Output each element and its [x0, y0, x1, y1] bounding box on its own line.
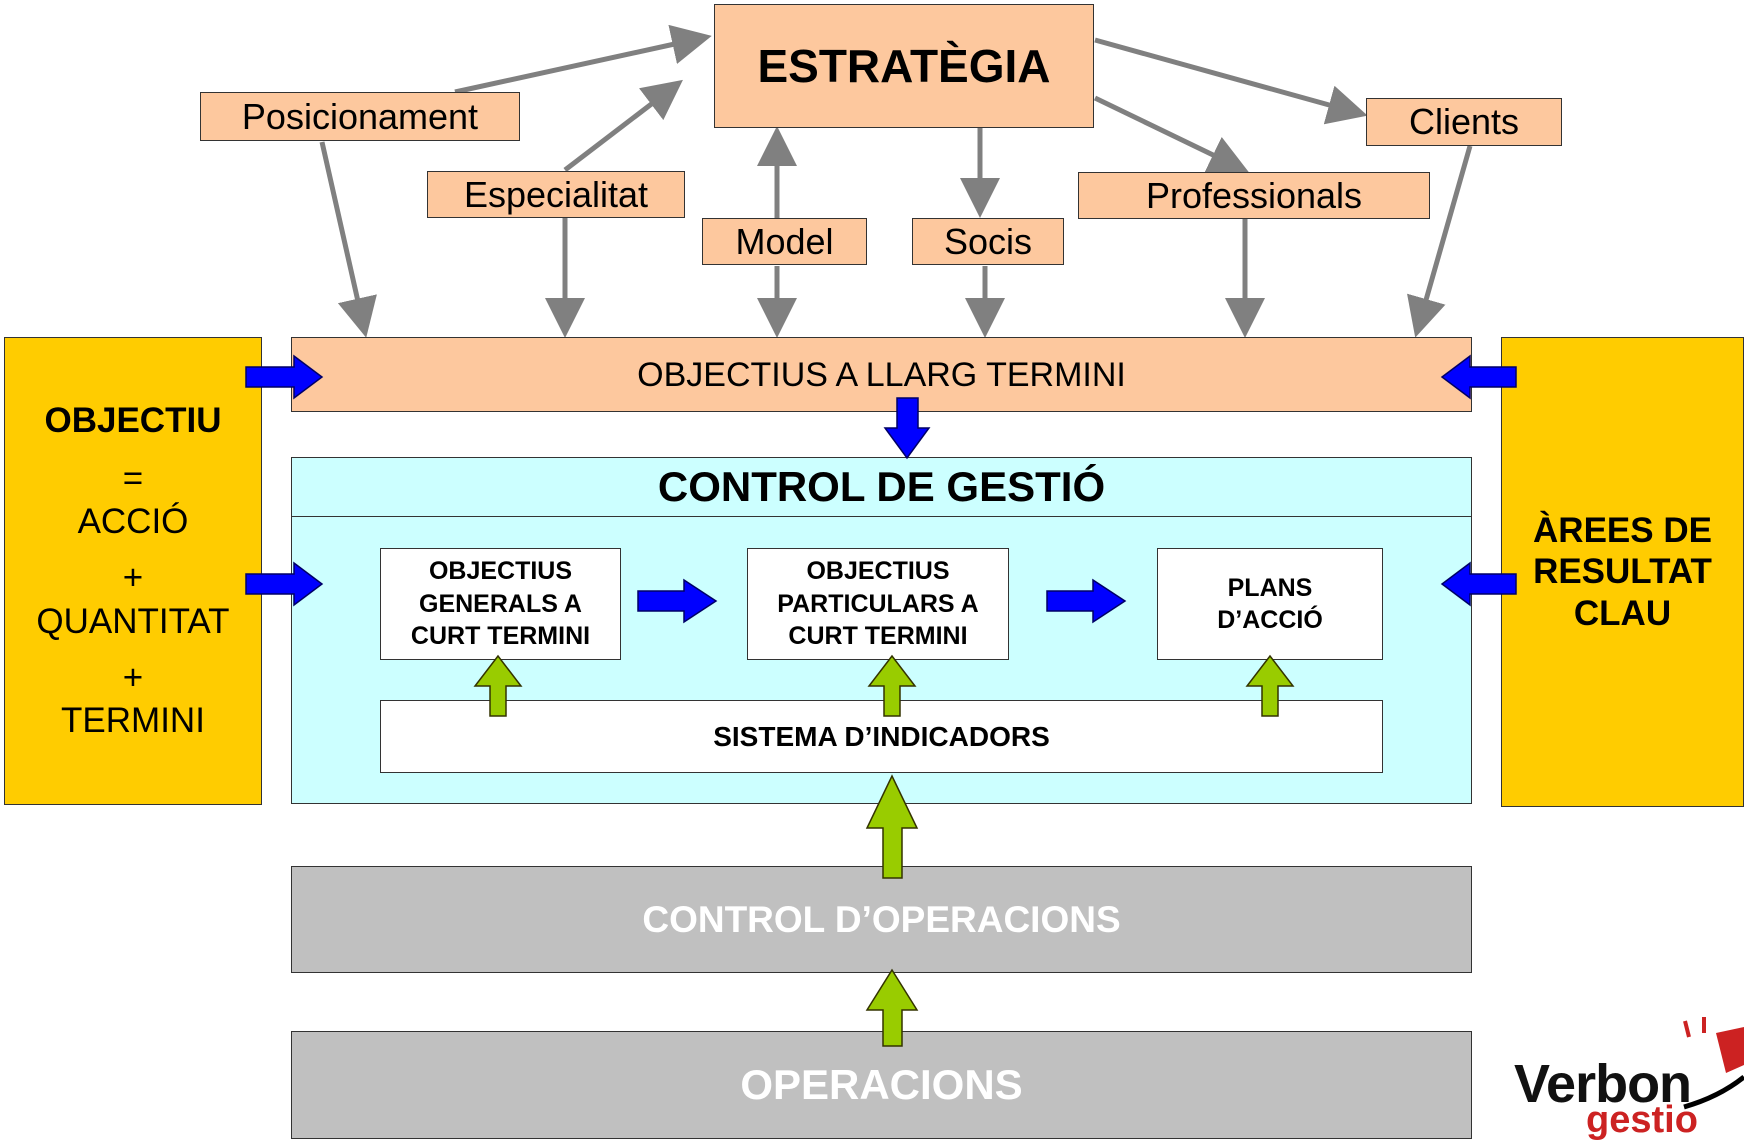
estrategia-title: ESTRATÈGIA	[757, 40, 1051, 92]
objective-action: ACCIÓ	[77, 502, 189, 542]
general-short-term-objectives-text: OBJECTIUS GENERALS A CURT TERMINI	[411, 555, 590, 653]
arrow-estrategia-to-professionals	[1093, 95, 1250, 173]
box3-line1: PLANS	[1227, 573, 1313, 602]
indicators-system-box: SISTEMA D’INDICADORS	[380, 700, 1383, 773]
indicators-system-label: SISTEMA D’INDICADORS	[713, 720, 1050, 752]
objective-term: TERMINI	[61, 701, 205, 741]
arrow-posicionament-to-objectius	[319, 141, 377, 338]
factor-posicionament-label: Posicionament	[241, 95, 479, 137]
particular-short-term-objectives-box: OBJECTIUS PARTICULARS A CURT TERMINI	[747, 548, 1009, 660]
key-result-areas-text: ÀREES DE RESULTAT CLAU	[1533, 510, 1712, 634]
factor-socis: Socis	[912, 218, 1064, 265]
estrategia-box: ESTRATÈGIA	[714, 4, 1094, 128]
action-plans-box: PLANS D’ACCIÓ	[1157, 548, 1383, 660]
key-result-areas-line2: RESULTAT	[1533, 552, 1712, 592]
logo-main-text: Verbon	[1514, 1054, 1692, 1114]
key-result-areas-line3: CLAU	[1573, 593, 1672, 633]
objective-definition-panel: OBJECTIU = ACCIÓ + QUANTITAT + TERMINI	[4, 337, 262, 805]
objective-quantity: QUANTITAT	[36, 601, 230, 641]
objective-plus-2: +	[122, 657, 144, 697]
box2-line1: OBJECTIUS	[806, 557, 950, 586]
key-result-areas-panel: ÀREES DE RESULTAT CLAU	[1501, 337, 1744, 807]
box2-line2: PARTICULARS A	[777, 589, 979, 618]
box3-line2: D’ACCIÓ	[1217, 606, 1323, 634]
factor-model: Model	[702, 218, 867, 265]
factor-posicionament: Posicionament	[200, 92, 520, 141]
objective-plus-1: +	[122, 558, 144, 598]
logo-sub-text: gestio	[1586, 1099, 1698, 1141]
long-term-objectives-bar: OBJECTIUS A LLARG TERMINI	[291, 337, 1472, 412]
objective-definition-text: OBJECTIU = ACCIÓ + QUANTITAT + TERMINI	[36, 399, 229, 743]
factor-professionals-label: Professionals	[1145, 174, 1363, 216]
arrow-posicionament-to-estrategia	[454, 24, 712, 95]
operations-label: OPERACIONS	[740, 1061, 1023, 1108]
factor-clients-label: Clients	[1408, 101, 1520, 142]
objective-equals: =	[122, 458, 144, 498]
factor-especialitat: Especialitat	[427, 171, 685, 218]
box1-line1: OBJECTIUS	[428, 557, 573, 586]
box2-line3: CURT TERMINI	[788, 622, 968, 651]
long-term-objectives-label: OBJECTIUS A LLARG TERMINI	[637, 355, 1126, 394]
factor-socis-label: Socis	[943, 220, 1033, 262]
arrow-estrategia-to-clients	[1094, 37, 1368, 125]
factor-clients: Clients	[1366, 98, 1562, 146]
box1-line2: GENERALS A	[419, 589, 582, 618]
operations-bar: OPERACIONS	[291, 1031, 1472, 1139]
action-plans-text: PLANS D’ACCIÓ	[1217, 572, 1323, 637]
logo-mark-icon	[1683, 1017, 1744, 1110]
factor-professionals: Professionals	[1078, 172, 1430, 219]
key-result-areas-line1: ÀREES DE	[1533, 511, 1712, 551]
operations-control-bar: CONTROL D’OPERACIONS	[291, 866, 1472, 973]
operations-control-label: CONTROL D’OPERACIONS	[642, 898, 1121, 940]
factor-model-label: Model	[735, 220, 834, 262]
control-de-gestio-title: CONTROL DE GESTIÓ	[657, 463, 1106, 510]
arrow-especialitat-to-estrategia	[563, 79, 683, 172]
verbon-gestio-logo: Verbon gestio	[1514, 1015, 1744, 1141]
general-short-term-objectives-box: OBJECTIUS GENERALS A CURT TERMINI	[380, 548, 621, 660]
factor-especialitat-label: Especialitat	[463, 173, 649, 215]
objective-title: OBJECTIU	[44, 400, 222, 440]
particular-short-term-objectives-text: OBJECTIUS PARTICULARS A CURT TERMINI	[777, 555, 978, 653]
box1-line3: CURT TERMINI	[410, 622, 591, 651]
control-de-gestio-header: CONTROL DE GESTIÓ	[292, 458, 1471, 517]
